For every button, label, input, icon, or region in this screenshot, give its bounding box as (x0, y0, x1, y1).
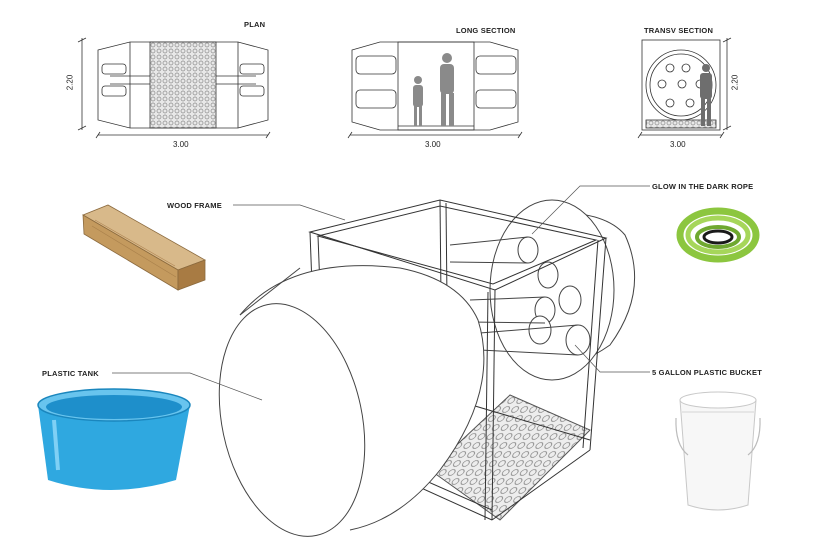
human-silhouette-icon (700, 64, 712, 126)
callout-leaders (112, 185, 650, 401)
callout-bucket: 5 GALLON PLASTIC BUCKET (652, 368, 763, 377)
long-section-width-dimension: 3.00 (425, 140, 441, 149)
callout-wood-frame: WOOD FRAME (167, 201, 222, 210)
plan-width-dimension: 3.00 (173, 140, 189, 149)
bucket-image (675, 391, 761, 511)
long-section-drawing (347, 41, 523, 139)
plan-drawing (77, 37, 271, 139)
long-section-title: LONG SECTION (456, 26, 516, 35)
callout-plastic-tank: PLASTIC TANK (42, 369, 99, 378)
callout-glow-rope: GLOW IN THE DARK ROPE (652, 182, 754, 191)
wood-beam-image (82, 204, 206, 291)
transverse-section-width-dimension: 3.00 (670, 140, 686, 149)
inner-buckets (449, 236, 591, 356)
plastic-tank-image (37, 388, 191, 490)
plan-title: PLAN (244, 20, 266, 29)
transverse-section-height-dimension: 2.20 (730, 74, 740, 91)
transverse-section-title: TRANSV SECTION (644, 26, 714, 35)
transverse-section-drawing (637, 37, 732, 139)
main-perspective-drawing (218, 199, 636, 537)
human-silhouette-icon (413, 53, 454, 126)
glow-rope-image (676, 207, 760, 263)
